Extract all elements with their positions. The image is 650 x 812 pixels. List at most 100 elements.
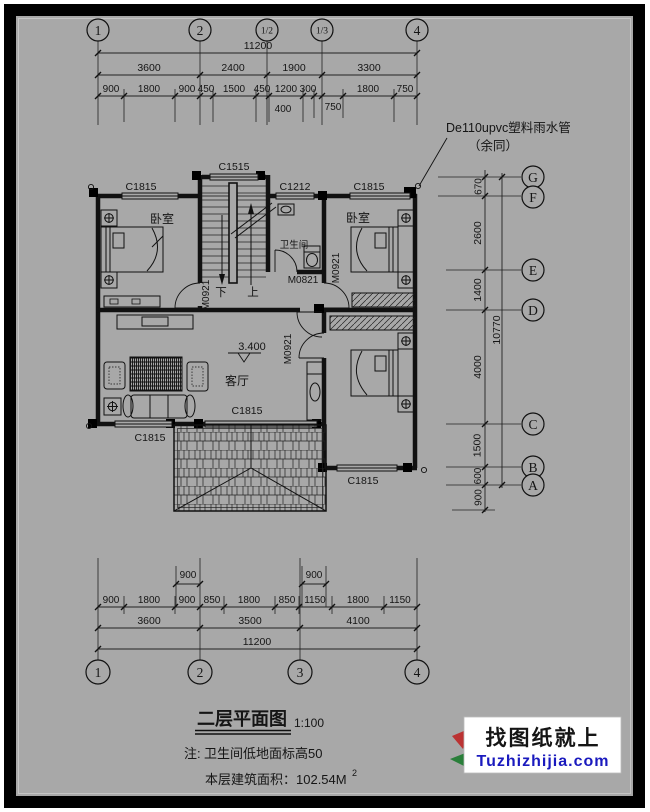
dim-top: 750 [397,84,414,95]
stairs-down-label: 下 [215,287,227,299]
axis-bubble-2: 2 [197,23,204,38]
rainpipe-text2: （余同） [468,138,518,153]
dim-bottom: 900 [103,595,120,606]
dim-top-total: 11200 [244,40,273,52]
axis-bubble-2: 2 [197,665,204,680]
dim-right: 600 [473,467,484,484]
living-room [103,314,261,419]
dim-bottom: 850 [279,595,296,606]
window-label-c1212: C1212 [280,181,311,193]
axis-bubble-4: 4 [414,665,421,680]
dim-bottom: 3600 [137,615,161,627]
note-label: 注: [184,746,201,761]
doors [174,249,350,359]
dim-top: 1800 [357,84,380,95]
floor-plan: C1815 C1515 C1212 C1815 C1815 C1815 C181… [85,161,428,512]
axis-bubble-F: F [529,190,537,205]
watermark-line1: 找图纸就上 [486,726,601,750]
dim-right: 4000 [472,355,484,379]
note-line1: 卫生间低地面标高50 [204,746,322,761]
door-label-m0921: M0921 [283,333,294,364]
window-label-c1815: C1815 [348,475,379,487]
dim-bottom: 900 [179,595,196,606]
bedroom3 [306,315,416,421]
room-label-living: 客厅 [225,373,249,388]
drawing-scale: 1:100 [294,716,324,730]
dim-top: 400 [275,104,292,115]
dim-bottom: 4100 [346,615,370,627]
bedroom2 [350,209,416,308]
dim-bottom-overhang: 900 [306,570,323,581]
note-line2-sup: 2 [352,768,357,778]
dim-top: 1900 [282,62,306,74]
window-label-c1515: C1515 [219,161,250,173]
bedroom1 [100,209,164,308]
dim-top: 3600 [137,62,161,74]
note-line2: 本层建筑面积：102.54M [205,772,347,787]
door-label-m0921: M0921 [331,252,342,283]
stairs-up-label: 上 [247,286,259,299]
axis-bubble-1: 1 [95,665,102,680]
dim-top: 1800 [138,84,161,95]
dim-top: 450 [198,84,215,95]
dim-right: 1500 [472,434,484,458]
door-label-m0921: M0921 [201,279,212,310]
dim-top: 3300 [357,62,381,74]
dim-bottom: 850 [204,595,221,606]
axis-bubble-1: 1 [95,23,102,38]
dim-top: 900 [103,84,120,95]
room-label-bedroom2: 卧室 [346,210,370,225]
windows [114,173,411,472]
rainpipe-marks [85,182,428,474]
dim-right: 2600 [472,221,484,245]
dim-top: 1200 [275,84,298,95]
axis-bubble-4: 4 [414,23,421,38]
door-label-m0821: M0821 [288,275,319,286]
watermark: 找图纸就上 Tuzhizhijia.com [450,716,622,774]
room-label-bedroom1: 卧室 [150,211,174,226]
right-dimension-block: G F E D C B A 670 2600 1400 4000 1500 60… [438,165,545,514]
window-label-c1815: C1815 [135,432,166,444]
top-dimension-block: 1 2 1/2 1/3 4 11200 3600 2400 1900 3300 … [86,18,429,125]
dim-top: 1500 [223,84,246,95]
dim-bottom: 1800 [238,595,261,606]
dim-bottom: 3500 [238,615,262,627]
window-label-c1815: C1815 [354,181,385,193]
axis-bubble-B: B [528,460,537,475]
dim-right: 900 [474,489,485,506]
axis-bubble-D: D [528,303,538,318]
dim-right-total: 10770 [491,315,503,344]
dim-top: 450 [254,84,271,95]
window-label-c1815: C1815 [126,181,157,193]
dim-top: 2400 [221,62,245,74]
title-block: 二层平面图 1:100 注: 卫生间低地面标高50 本层建筑面积：102.54M… [184,709,357,787]
window-label-c1815: C1815 [232,405,263,417]
axis-bubble-1-3: 1/3 [316,27,328,37]
drawing-title: 二层平面图 [197,709,287,729]
dim-bottom-overhang: 900 [180,570,197,581]
rainpipe-text: De110upvc塑料雨水管 [446,120,571,135]
dim-top: 300 [300,84,317,95]
dim-bottom: 1800 [138,595,161,606]
dim-bottom: 1800 [347,595,370,606]
dim-right: 1400 [472,278,484,302]
axis-bubble-G: G [528,170,538,185]
axis-bubble-1-2: 1/2 [261,27,273,37]
porch-roof [173,424,327,512]
room-label-bathroom: 卫生间 [280,239,309,251]
dim-bottom: 1150 [389,595,411,606]
axis-bubble-A: A [528,478,538,493]
watermark-line2: Tuzhizhijia.com [477,753,610,770]
stairs: 下 上 [202,182,277,299]
axis-bubble-C: C [528,417,537,432]
dim-bottom: 1150 [304,595,326,606]
rainpipe-annotation: De110upvc塑料雨水管 （余同） [418,120,571,187]
axis-bubble-3: 3 [297,665,304,680]
dim-right: 670 [474,178,485,195]
bottom-dimension-block: 900 900 900 1800 900 850 1800 850 1150 1… [85,558,430,685]
dim-top: 900 [179,84,196,95]
dim-top: 750 [325,102,342,113]
axis-bubble-E: E [529,263,537,278]
